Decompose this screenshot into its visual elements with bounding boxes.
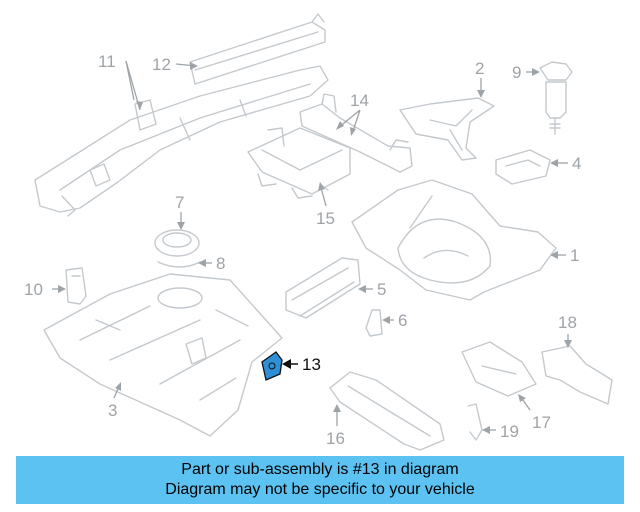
callout-18: 18 xyxy=(558,313,577,332)
parts-diagram: 11 12 2 9 14 4 15 7 8 1 10 5 6 3 16 17 1… xyxy=(24,13,613,451)
part-8-seal xyxy=(157,261,201,268)
callout-12: 12 xyxy=(152,55,171,74)
part-12-rail xyxy=(189,13,326,85)
callout-7: 7 xyxy=(175,193,184,212)
part-5-rail xyxy=(285,257,361,319)
callout-labels: 11 12 2 9 14 4 15 7 8 1 10 5 6 3 16 17 1… xyxy=(24,52,581,448)
part-6-clip xyxy=(365,309,383,337)
callout-leaders xyxy=(52,60,572,434)
callout-19: 19 xyxy=(500,422,519,441)
callout-6: 6 xyxy=(398,311,407,330)
part-17-shield xyxy=(461,341,537,397)
part-16-rail xyxy=(329,371,445,451)
callout-14: 14 xyxy=(350,91,369,110)
banner-line-1: Part or sub-assembly is #13 in diagram xyxy=(181,461,459,478)
callout-4: 4 xyxy=(572,154,581,173)
part-9-jack xyxy=(539,61,573,135)
callout-9: 9 xyxy=(512,63,521,82)
callout-13: 13 xyxy=(302,355,321,374)
part-10-bracket xyxy=(65,267,87,305)
callout-16: 16 xyxy=(326,429,345,448)
callout-8: 8 xyxy=(216,254,225,273)
part-15-crossmember xyxy=(247,127,351,199)
callout-15: 15 xyxy=(316,209,335,228)
banner-line-2: Diagram may not be specific to your vehi… xyxy=(165,481,475,498)
callout-1: 1 xyxy=(570,246,579,265)
part-7-plug xyxy=(154,229,200,257)
callout-5: 5 xyxy=(377,280,386,299)
part-18-bracket xyxy=(541,345,613,405)
part-13-bracket-highlighted xyxy=(261,351,283,381)
part-4-plate xyxy=(495,149,551,185)
callout-3: 3 xyxy=(108,401,117,420)
callout-17: 17 xyxy=(532,413,551,432)
part-14-bracket xyxy=(299,93,413,173)
callout-11: 11 xyxy=(98,52,116,71)
info-banner: Part or sub-assembly is #13 in diagram D… xyxy=(16,456,624,504)
part-1-spare-wheel-well xyxy=(351,179,557,301)
part-11-side-member xyxy=(34,65,329,217)
part-19-clip xyxy=(467,403,483,441)
part-3-floor-pan xyxy=(43,273,283,437)
part-2-brace xyxy=(399,97,495,161)
callout-10: 10 xyxy=(24,280,43,299)
callout-2: 2 xyxy=(475,59,484,78)
